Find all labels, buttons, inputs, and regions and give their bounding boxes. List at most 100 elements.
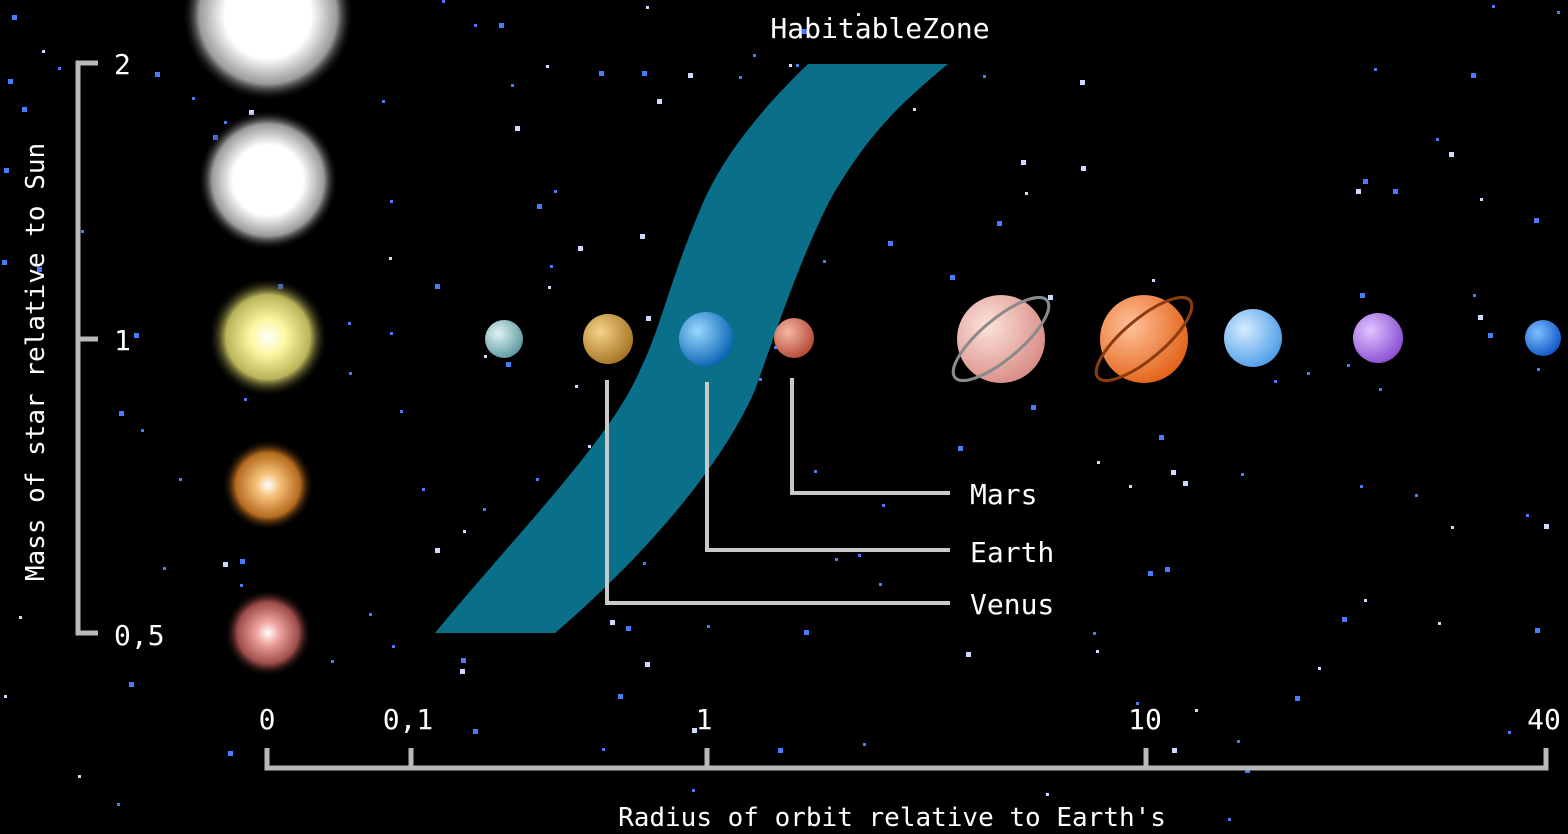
x-axis-label: Radius of orbit relative to Earth's (618, 803, 1166, 833)
background-star (1274, 380, 1277, 383)
star-0-5-solar-mass (224, 589, 312, 677)
background-star (81, 230, 84, 233)
background-star (778, 748, 783, 753)
background-star (913, 108, 916, 111)
background-star (753, 54, 756, 57)
background-star (1342, 617, 1347, 622)
background-star (461, 658, 466, 663)
background-star (707, 625, 710, 628)
background-star (390, 332, 393, 335)
background-star (22, 107, 27, 112)
background-star (1081, 166, 1086, 171)
background-star (192, 97, 195, 100)
background-star (473, 729, 478, 734)
planet-uranus (1224, 309, 1282, 367)
background-star (657, 99, 662, 104)
label-venus: Venus (970, 588, 1054, 621)
background-star (1535, 628, 1540, 633)
background-star (1165, 567, 1170, 572)
background-star (382, 100, 385, 103)
background-star (1241, 473, 1244, 476)
background-star (1415, 494, 1418, 497)
background-star (129, 682, 134, 687)
x-tick-0-1: 0,1 (383, 703, 434, 736)
background-star (626, 626, 631, 631)
background-star (958, 446, 963, 451)
background-star (1129, 485, 1132, 488)
background-star (463, 530, 466, 533)
background-star (163, 567, 166, 570)
planet-earth (679, 312, 733, 366)
background-star (550, 265, 553, 268)
background-star (537, 204, 542, 209)
background-star (435, 548, 440, 553)
background-star (2, 260, 7, 265)
background-star (536, 478, 539, 481)
background-star (224, 121, 227, 124)
background-star (1347, 364, 1350, 367)
background-star (1480, 198, 1483, 201)
background-star (155, 72, 160, 77)
background-star (888, 241, 893, 246)
background-star (244, 398, 247, 401)
background-star (390, 200, 393, 203)
background-star (575, 385, 578, 388)
background-star (599, 71, 604, 76)
background-star (1025, 192, 1028, 195)
x-axis: 0 0,1 1 10 40 Radius of orbit relative t… (259, 703, 1561, 833)
background-star (802, 29, 807, 34)
background-star (1471, 73, 1476, 78)
background-star (1171, 470, 1176, 475)
background-star (223, 562, 228, 567)
background-star (1436, 138, 1439, 141)
background-star (1451, 526, 1454, 529)
background-star (879, 583, 882, 586)
background-star (474, 24, 477, 27)
background-star (1364, 599, 1367, 602)
background-star (240, 559, 245, 564)
background-star (389, 257, 392, 260)
background-star (1374, 68, 1377, 71)
background-star (1438, 622, 1441, 625)
background-star (1159, 435, 1164, 440)
background-star (1031, 405, 1036, 410)
background-star (692, 728, 697, 733)
planet-jupiter (951, 295, 1051, 383)
venus-leader-line (605, 380, 950, 605)
background-star (882, 504, 885, 507)
background-star (1048, 295, 1053, 300)
x-tick-10: 10 (1128, 703, 1162, 736)
background-star (117, 803, 120, 806)
mars-leader-line (790, 378, 950, 495)
background-star (1152, 279, 1155, 282)
background-star (1360, 293, 1365, 298)
star-2-solar-mass (182, 0, 354, 101)
background-star (1318, 667, 1321, 670)
x-tick-1: 1 (696, 703, 713, 736)
y-tick-1: 1 (114, 324, 131, 357)
background-star (78, 775, 81, 778)
background-star (1046, 793, 1049, 796)
background-star (12, 15, 17, 20)
background-star (548, 286, 551, 289)
background-star (460, 669, 465, 674)
background-star (1148, 571, 1153, 576)
planet-leaders: Mars Earth Venus (605, 378, 1054, 621)
background-star (1473, 294, 1476, 297)
background-star (1360, 485, 1363, 488)
background-star (1363, 179, 1368, 184)
background-star (1307, 372, 1310, 375)
background-star (645, 662, 650, 667)
background-star (1295, 696, 1300, 701)
background-star (1080, 80, 1085, 85)
background-star (1237, 740, 1240, 743)
background-star (950, 275, 955, 280)
background-star (774, 346, 777, 349)
background-star (1136, 702, 1139, 705)
background-star (400, 410, 403, 413)
background-star (349, 372, 352, 375)
background-star (1356, 189, 1361, 194)
background-star (42, 50, 45, 53)
planet-pluto (1525, 320, 1561, 356)
